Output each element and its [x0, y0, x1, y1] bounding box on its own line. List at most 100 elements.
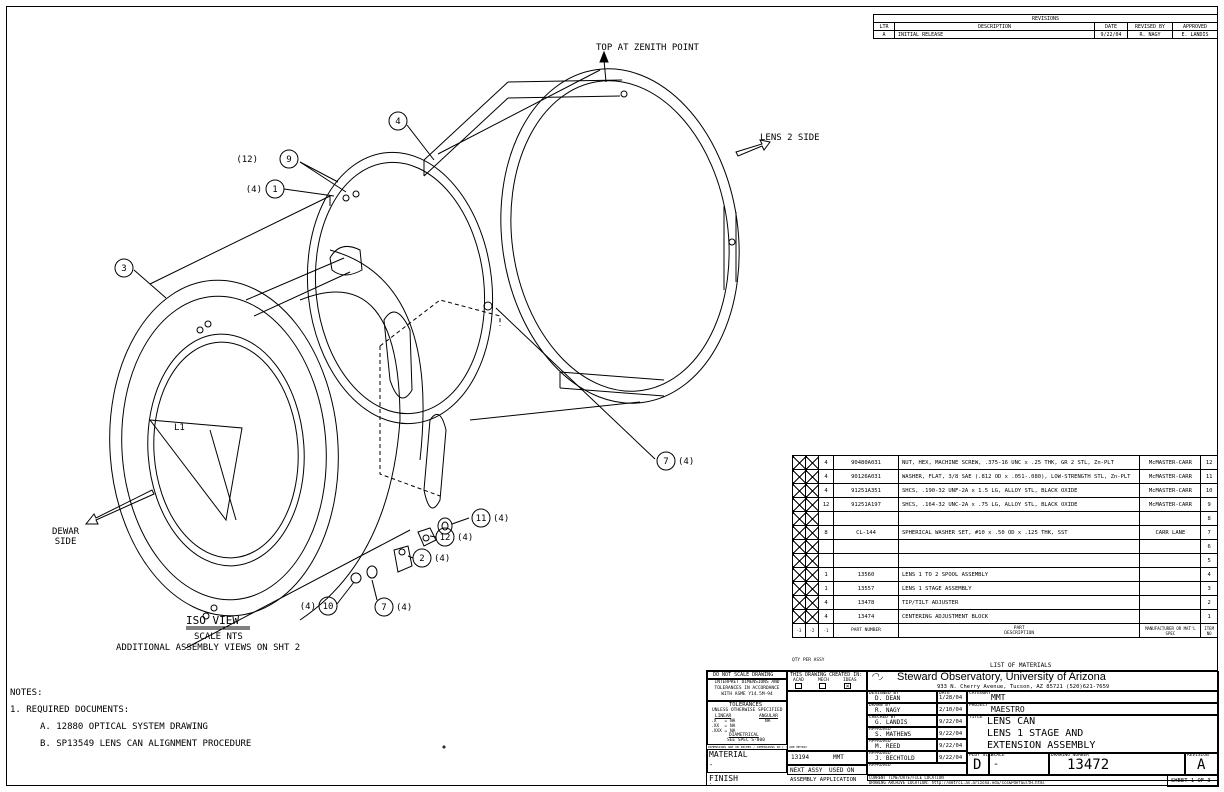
plot-size-label: PLOT SIZE — [969, 753, 994, 758]
balloon-12 — [435, 527, 455, 547]
tol-angular-value: NA — [765, 719, 771, 724]
drawn-by: R. NAGY — [875, 707, 901, 714]
category-label: CATEGORY — [969, 691, 991, 696]
lens-cell-front-ring — [109, 279, 339, 617]
approved-label-4: APPROVED — [869, 763, 891, 768]
balloon-1-label: 1 — [272, 185, 277, 195]
designed-date: 1/28/04 — [939, 695, 963, 701]
drawn-date: 2/10/04 — [939, 707, 963, 713]
project-label: PROJECT — [969, 703, 988, 708]
bom-header-item: ITEM NO — [1200, 623, 1218, 638]
balloon-10 — [318, 596, 338, 616]
current-time-location: CURRENT TIME/DATE/FILE LOCATION — [869, 775, 944, 780]
steward-logo-icon: ◠◞ — [871, 671, 883, 681]
checked-by-label: CHECKED BY — [869, 715, 897, 720]
table-row: 5 — [792, 553, 1218, 568]
title-block: DO NOT SCALE DRAWING INTERPRET DIMENSION… — [706, 670, 1219, 787]
tol-spec: SEE SPEC S-000 — [727, 738, 765, 743]
drawn-by-label: DRAWN BY — [869, 703, 891, 708]
zenith-callout: TOP AT ZENITH POINT — [596, 43, 700, 53]
balloon-7-upper-qty: (4) — [678, 457, 694, 467]
cad-acad: ACAD — [793, 678, 804, 683]
middle-flange — [306, 151, 494, 425]
balloon-4-label: 4 — [395, 117, 400, 127]
designed-by-label: DESIGNED BY — [869, 691, 899, 696]
view-note: ADDITIONAL ASSEMBLY VIEWS ON SHT 2 — [116, 643, 301, 653]
approved-date-2: 9/22/04 — [939, 743, 963, 749]
interpret-note: INTERPRET DIMENSIONS AND TOLERANCES IN A… — [714, 680, 780, 697]
scale: - — [993, 759, 1000, 770]
organization-name: Steward Observatory, University of Arizo… — [897, 671, 1106, 683]
plot-size: D — [973, 757, 982, 773]
balloon-1-qty: (4) — [246, 185, 262, 195]
do-not-scale: DO NOT SCALE DRAWING — [713, 672, 774, 678]
tolerances-sub: UNLESS OTHERWISE SPECIFIED — [712, 708, 783, 713]
revision: A — [1197, 757, 1206, 773]
notes-item-a: A. 12880 OPTICAL SYSTEM DRAWING — [40, 722, 208, 732]
finish-value: - — [709, 781, 713, 787]
checked-by: G. LANDIS — [875, 719, 908, 726]
archive-location: DRAWING ARCHIVE LOCATION: http://mmtrc1.… — [869, 780, 1045, 785]
balloon-11 — [471, 508, 491, 528]
cad-ideas-checkbox[interactable]: × — [844, 683, 851, 690]
balloon-2-qty: (4) — [434, 554, 450, 564]
balloon-9-label: 9 — [286, 155, 291, 165]
balloon-7-upper — [656, 451, 676, 471]
balloon-9-qty: (12) — [236, 155, 258, 165]
balloon-7-lower-qty: (4) — [396, 603, 412, 613]
bom-qty-per-header: QTY PER ASSY — [792, 658, 825, 663]
balloon-3 — [114, 258, 134, 278]
drawing-number: 13472 — [1067, 757, 1110, 773]
view-title: ISO VIEW — [186, 614, 239, 627]
balloon-7-upper-label: 7 — [663, 457, 668, 467]
approved-date-3: 9/22/04 — [939, 755, 963, 761]
dewar-side-callout: DEWAR SIDE — [52, 527, 80, 547]
lens2-side-callout: LENS 2 SIDE — [760, 133, 820, 143]
view-scale: SCALE NTS — [194, 632, 243, 642]
tol-values: .X = NA .XX = NA .XXX = NA — [711, 719, 736, 734]
notes-item-b: B. SP13549 LENS CAN ALIGNMENT PROCEDURE — [40, 739, 252, 749]
balloon-7-lower-label: 7 — [381, 603, 386, 613]
cad-acad-checkbox[interactable] — [795, 683, 802, 689]
checked-date: 9/22/04 — [939, 719, 963, 725]
cad-mech: MECH — [818, 678, 829, 683]
tol-angular: ANGULAR — [759, 714, 778, 719]
table-row: 6 — [792, 539, 1218, 554]
balloon-12-label: 12 — [440, 533, 451, 543]
spool-far-flange — [500, 68, 740, 404]
lens-l1-label: L1 — [174, 423, 185, 433]
approved-date-1: 9/22/04 — [939, 731, 963, 737]
drawing-title-2: LENS 1 STAGE AND — [987, 728, 1084, 739]
revisions-table: REVISIONS LTR DESCRIPTION DATE REVISED B… — [873, 14, 1218, 39]
balloon-3-label: 3 — [121, 264, 126, 274]
balloon-12-qty: (4) — [457, 533, 473, 543]
notes-item-1: 1. REQUIRED DOCUMENTS: — [10, 705, 130, 715]
balloon-10-label: 10 — [323, 602, 334, 612]
balloon-7-lower — [374, 597, 394, 617]
used-on-value: MMT — [833, 754, 844, 761]
drawing-title-3: EXTENSION ASSEMBLY — [987, 740, 1096, 751]
assembly-application: ASSEMBLY APPLICATION — [790, 777, 857, 783]
drawing-sheet — [6, 6, 1218, 786]
date-label: DATE — [939, 691, 950, 696]
approved-by-1: S. MATHEWS — [875, 731, 912, 738]
balloon-1 — [265, 179, 285, 199]
dims-note: DIMENSIONS ARE IN INCHES / DIMENSIONS IN… — [708, 745, 808, 749]
scale-label: SCALE — [991, 753, 1005, 758]
tol-diametrical: DIAMETRICAL — [729, 733, 759, 738]
tolerances-title: TOLERANCES — [729, 702, 763, 708]
balloon-11-qty: (4) — [493, 514, 509, 524]
cad-mech-checkbox[interactable] — [819, 683, 826, 689]
approved-by-3: J. BECHTOLD — [875, 755, 915, 762]
